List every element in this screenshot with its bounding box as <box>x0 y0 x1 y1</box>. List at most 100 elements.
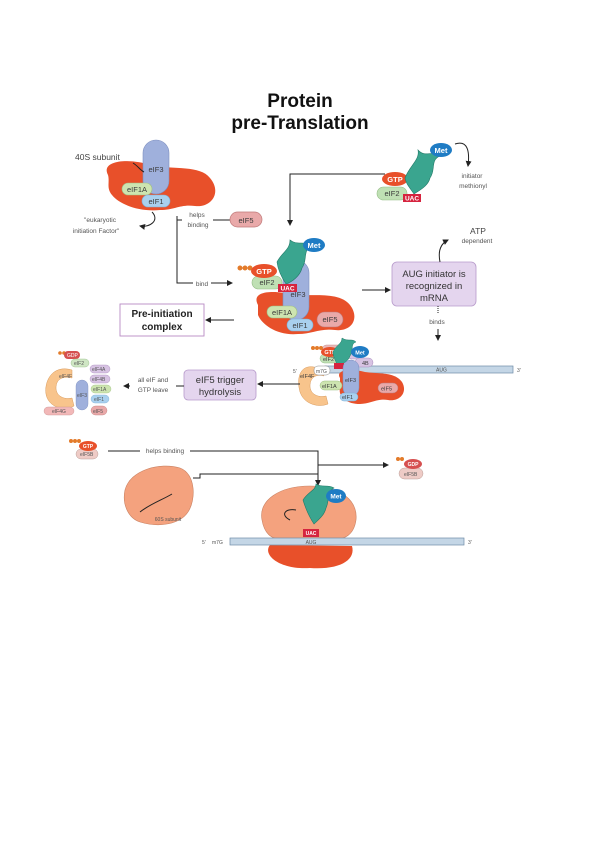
eIF4B-label: 4B <box>362 361 369 367</box>
gtp-label: GTP <box>83 444 94 450</box>
eIF1-label: eIF1 <box>342 395 353 401</box>
bind-label: bind <box>196 281 209 288</box>
preinit-line1: Pre-initiation <box>131 309 192 320</box>
eIF2-pill <box>376 186 408 201</box>
uac-label: UAC <box>306 531 317 537</box>
mrna-strand <box>229 537 465 546</box>
eIF2-label: eIF2 <box>259 278 274 287</box>
eIF1-pill <box>141 194 171 208</box>
eIF3-label: eIF3 <box>148 165 163 174</box>
phosphate-dot <box>242 265 248 271</box>
five-prime-label: 5' <box>202 540 206 546</box>
gtp-blob <box>251 264 277 278</box>
phosphate-dot <box>69 439 73 443</box>
aug-codon-label: AUG <box>306 540 317 546</box>
eIF1-label: eIF1 <box>292 321 307 330</box>
40s-pointer-line <box>132 162 145 173</box>
helps-binding-mask <box>140 446 190 455</box>
leave-note-line2: GTP leave <box>138 387 169 394</box>
small-subunit-40s-complex: eIF3 eIF1A eIF1 <box>106 139 216 211</box>
eIF4G-label: eIF4G <box>52 409 66 415</box>
leave-note-mask <box>130 373 176 395</box>
aug-box-line2: recognized in <box>406 281 463 292</box>
trna-shape <box>404 148 441 195</box>
gdp-label: GDP <box>67 353 79 359</box>
released-factors-cluster: GDP eIF2 eIF4A eIF4B eIF4F eIF1A eIF3 eI… <box>43 351 112 416</box>
eIF1-pill <box>339 392 359 402</box>
gtp-label: GTP <box>256 267 271 276</box>
uac-anticodon <box>278 284 297 292</box>
uac-anticodon <box>334 363 344 369</box>
eIF2-label: eIF2 <box>384 189 399 198</box>
ternary-complex: eIF2 GTP UAC Met <box>376 143 452 203</box>
phosphate-dot <box>400 457 404 461</box>
eif-note-line2: initiation Factor" <box>73 228 120 235</box>
eIF3-pill <box>75 379 89 411</box>
atp-arrow <box>438 239 449 263</box>
binds-label: binds <box>429 319 445 326</box>
eIF1-pill <box>90 394 110 404</box>
eIF1-label: eIF1 <box>94 397 104 403</box>
eif-note-arrow <box>139 211 156 230</box>
met-label: Met <box>308 241 321 250</box>
gtp-label: GTP <box>387 175 402 184</box>
phosphate-dot <box>237 265 243 271</box>
eIF1A-label: eIF1A <box>127 185 147 194</box>
eIF1A-label: eIF1A <box>272 308 292 317</box>
pre-initiation-complex-43s: eIF3 eIF1A eIF1 eIF5 eIF2 GTP UAC Met <box>237 238 355 335</box>
bind-label-mask <box>193 279 211 287</box>
hydrolysis-line2: hydrolysis <box>199 387 241 398</box>
helps-binding-label: helps binding <box>146 448 185 455</box>
eIF5-label: eIF5 <box>322 315 337 324</box>
gtp-blob <box>382 172 408 186</box>
aug-recognition-box <box>391 261 477 307</box>
aug-codon-label: AUG <box>436 368 447 374</box>
hydrolysis-box <box>183 369 257 401</box>
eIF2-pill <box>70 358 90 368</box>
uac-label: UAC <box>405 196 419 203</box>
met-blob <box>351 346 369 358</box>
uac-anticodon <box>303 529 319 537</box>
m7g-label: m7G <box>212 540 223 546</box>
eIF2-label: eIF2 <box>323 357 334 363</box>
eIF5-label: eIF5 <box>93 409 103 415</box>
eIF3-pill <box>142 139 170 195</box>
eIF5-pill <box>377 382 399 394</box>
m7g-label: m7G <box>316 369 327 375</box>
eIF4F-label: eIF4F <box>300 374 315 380</box>
eIF2-label: eIF2 <box>74 361 84 367</box>
eIF1A-label: eIF1A <box>93 387 107 393</box>
ribosome-80s: Met UAC AUG 5' m7G 3' <box>202 483 472 569</box>
eIF1A-pill <box>121 182 153 196</box>
uac-anticodon <box>403 194 421 202</box>
phosphate-dot <box>311 346 315 350</box>
met-label: Met <box>435 146 448 155</box>
eIF1A-pill <box>266 305 298 319</box>
ribosome-small-subunit <box>268 545 353 569</box>
phosphate-dot <box>396 457 400 461</box>
eIF4G-pill <box>43 406 75 416</box>
three-prime-label: 3' <box>468 540 472 546</box>
title-line-2: pre-Translation <box>231 113 368 134</box>
eIF5-pill <box>316 311 344 328</box>
eIF5B-label: eIF5B <box>80 452 94 458</box>
initiator-note-line1: initiator <box>462 173 484 180</box>
hydrolysis-line1: eIF5 trigger <box>196 375 245 386</box>
initiator-note-arrow <box>454 142 472 167</box>
phosphate-dot <box>319 346 323 350</box>
ribosome-groove <box>284 509 297 521</box>
met-blob <box>430 143 452 157</box>
eif5-helps-line2: binding <box>188 222 209 229</box>
eIF3-label: eIF3 <box>345 378 356 384</box>
phosphate-dot <box>77 439 81 443</box>
initiator-note-line2: methionyl <box>459 183 487 190</box>
eIF1A-pill <box>319 380 343 391</box>
title-line-1: Protein <box>267 91 332 112</box>
preinit-line2: complex <box>142 322 183 333</box>
gdp-label: GDP <box>408 462 420 468</box>
eIF5-pill <box>229 211 263 228</box>
eIF4B-pill <box>89 374 111 384</box>
leave-note-line1: all eIF and <box>138 377 169 384</box>
eIF4F-label: eIF4F <box>59 374 72 380</box>
eIF3-label: eIF3 <box>77 393 87 399</box>
